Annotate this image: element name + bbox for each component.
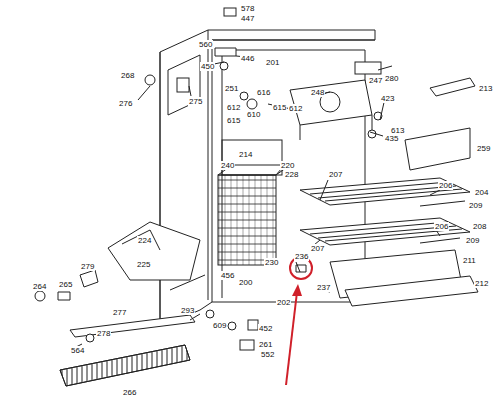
callout-number: 452 bbox=[258, 324, 273, 333]
callout-number: 208 bbox=[472, 222, 487, 231]
callout-number: 212 bbox=[474, 279, 489, 288]
callout-number: 248 bbox=[310, 88, 325, 97]
callout-number: 552 bbox=[260, 350, 275, 359]
callout-number: 423 bbox=[380, 94, 395, 103]
callout-number: 230 bbox=[264, 258, 279, 267]
callout-number: 435 bbox=[384, 134, 399, 143]
callout-number: 201 bbox=[265, 58, 280, 67]
callout-number: 202 bbox=[276, 298, 291, 307]
callout-number: 207 bbox=[328, 170, 343, 179]
callout-number: 268 bbox=[120, 71, 135, 80]
cabinet bbox=[35, 8, 478, 386]
callout-number: 237 bbox=[316, 283, 331, 292]
pointer-arrowhead bbox=[292, 284, 302, 296]
callout-number: 564 bbox=[70, 346, 85, 355]
callout-number: 220 bbox=[280, 161, 295, 170]
callout-number: 206 bbox=[438, 181, 453, 190]
callout-number: 279 bbox=[80, 262, 95, 271]
callout-number: 259 bbox=[476, 144, 491, 153]
callout-number: 446 bbox=[240, 54, 255, 63]
callout-number: 236 bbox=[294, 252, 309, 261]
callout-number: 266 bbox=[122, 388, 137, 397]
callout-number: 228 bbox=[284, 170, 299, 179]
callout-number: 612 bbox=[288, 104, 303, 113]
callout-number: 261 bbox=[258, 340, 273, 349]
callout-number: 265 bbox=[58, 280, 73, 289]
callout-number: 200 bbox=[238, 278, 253, 287]
callout-number: 214 bbox=[238, 150, 253, 159]
callout-number: 204 bbox=[474, 188, 489, 197]
callout-number: 615 bbox=[272, 103, 287, 112]
callout-number: 209 bbox=[465, 236, 480, 245]
callout-number: 225 bbox=[136, 260, 151, 269]
callout-number: 447 bbox=[240, 14, 255, 23]
callout-number: 578 bbox=[240, 4, 255, 13]
callout-number: 277 bbox=[112, 308, 127, 317]
callout-number: 276 bbox=[118, 99, 133, 108]
callout-number: 211 bbox=[462, 256, 477, 265]
callout-number: 275 bbox=[188, 97, 203, 106]
callout-number: 450 bbox=[200, 62, 215, 71]
callout-number: 247 bbox=[368, 76, 383, 85]
callout-number: 616 bbox=[256, 88, 271, 97]
callout-number: 251 bbox=[224, 84, 239, 93]
callout-number: 280 bbox=[384, 74, 399, 83]
callout-number: 560 bbox=[198, 40, 213, 49]
callout-number: 207 bbox=[310, 244, 325, 253]
callout-number: 612 bbox=[226, 103, 241, 112]
callout-number: 206 bbox=[434, 222, 449, 231]
callout-number: 213 bbox=[478, 84, 493, 93]
callout-number: 209 bbox=[468, 201, 483, 210]
callout-number: 456 bbox=[220, 271, 235, 280]
callout-number: 293 bbox=[180, 306, 195, 315]
callout-number: 610 bbox=[246, 110, 261, 119]
callout-number: 264 bbox=[32, 282, 47, 291]
callout-number: 615 bbox=[226, 116, 241, 125]
callout-number: 240 bbox=[220, 161, 235, 170]
callout-number: 224 bbox=[137, 236, 152, 245]
callout-number: 278 bbox=[96, 329, 111, 338]
callout-number: 609 bbox=[212, 321, 227, 330]
